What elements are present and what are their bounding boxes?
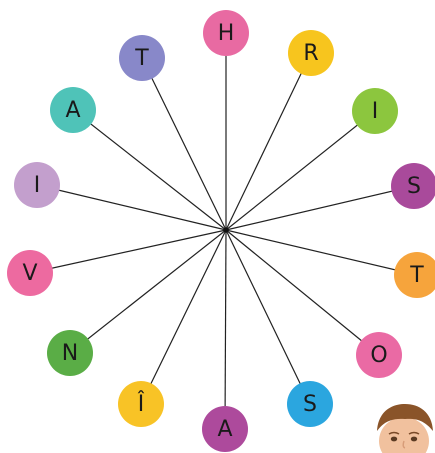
child-photo	[373, 403, 435, 453]
letter-circle-a: A	[202, 406, 248, 452]
letter-circle-h: H	[203, 10, 249, 56]
letter-circle-t: T	[394, 252, 435, 298]
letter-circle-v: V	[7, 250, 53, 296]
letter-circle-s: S	[287, 381, 333, 427]
letter-circle-s: S	[391, 163, 435, 209]
spoke-line	[226, 230, 417, 275]
letter-circle-i: I	[352, 88, 398, 134]
letter-circle-o: O	[356, 332, 402, 378]
child-face-illustration	[373, 403, 435, 453]
spoke-line	[142, 58, 226, 230]
spoke-line	[226, 230, 310, 404]
wheel-hub	[224, 228, 229, 233]
spoke-line	[226, 53, 311, 230]
spoke-line	[226, 230, 379, 355]
letter-circle-i: I	[14, 162, 60, 208]
spoke-line	[70, 230, 226, 353]
spoke-line	[30, 230, 226, 273]
spoke-line	[225, 230, 226, 429]
letter-circle-n: N	[47, 330, 93, 376]
letter-circle-a: A	[50, 87, 96, 133]
letter-circle-i-circumflex: Î	[118, 381, 164, 427]
spoke-line	[141, 230, 226, 404]
letter-circle-t: T	[119, 35, 165, 81]
letter-circle-r: R	[288, 30, 334, 76]
